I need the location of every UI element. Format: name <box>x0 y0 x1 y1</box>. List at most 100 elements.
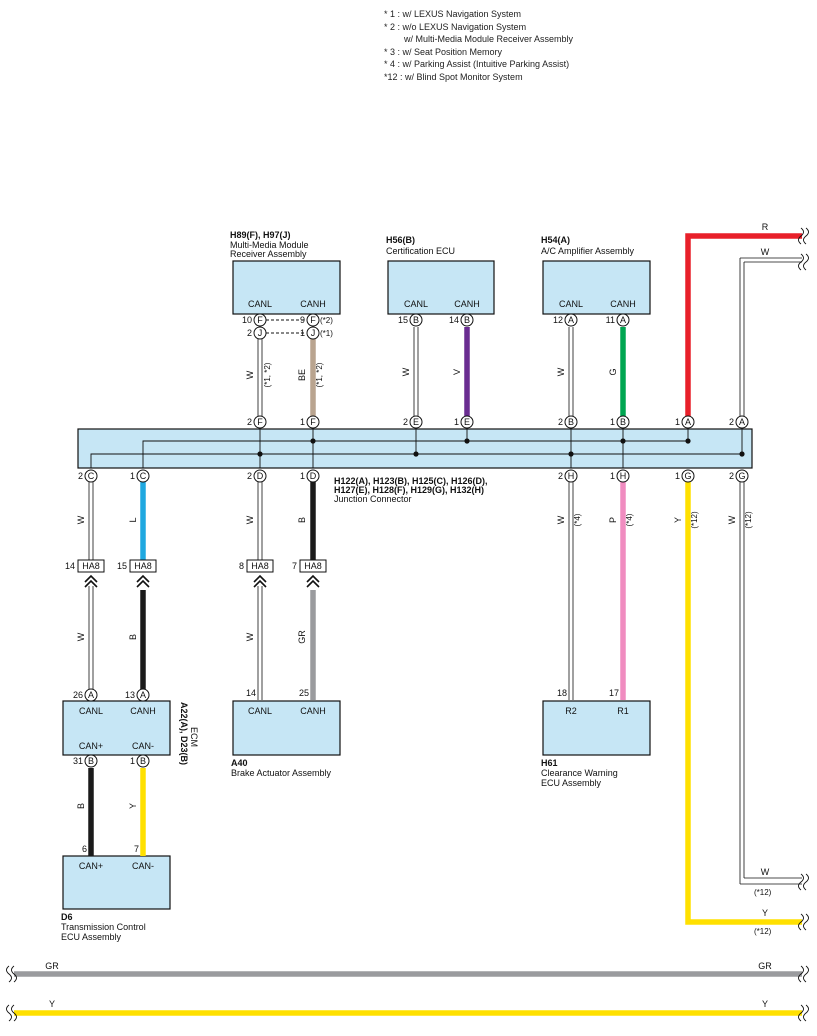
notes-block: * 1 : w/ LEXUS Navigation System * 2 : w… <box>384 8 573 83</box>
svg-text:2: 2 <box>403 417 408 427</box>
svg-text:HA8: HA8 <box>82 561 100 571</box>
svg-text:CANL: CANL <box>79 706 103 716</box>
svg-text:R1: R1 <box>617 706 629 716</box>
svg-text:Brake Actuator Assembly: Brake Actuator Assembly <box>231 768 332 778</box>
svg-text:HA8: HA8 <box>304 561 322 571</box>
svg-text:CAN-: CAN- <box>132 741 154 751</box>
colored-wires <box>14 233 802 1016</box>
svg-text:7: 7 <box>134 844 139 854</box>
svg-text:1: 1 <box>130 756 135 766</box>
svg-text:V: V <box>452 369 462 375</box>
svg-text:H122(A), H123(B), H125(C), H12: H122(A), H123(B), H125(C), H126(D), <box>334 476 488 486</box>
svg-text:W: W <box>401 367 411 376</box>
mm-dashes <box>266 319 304 334</box>
svg-text:8: 8 <box>239 561 244 571</box>
svg-text:W: W <box>556 515 566 524</box>
certification-box <box>387 260 495 315</box>
svg-text:J: J <box>258 328 263 338</box>
svg-text:F: F <box>257 417 263 427</box>
svg-text:BE: BE <box>297 369 307 381</box>
svg-text:(*12): (*12) <box>754 888 772 897</box>
svg-text:GR: GR <box>45 961 59 971</box>
svg-text:C: C <box>88 471 95 481</box>
note-2: * 2 : w/o LEXUS Navigation System <box>384 21 527 32</box>
svg-text:CANH: CANH <box>454 299 480 309</box>
svg-text:(*4): (*4) <box>573 513 582 526</box>
svg-text:H61: H61 <box>541 758 558 768</box>
svg-text:1: 1 <box>675 417 680 427</box>
svg-text:A: A <box>140 690 146 700</box>
svg-text:P: P <box>608 517 618 523</box>
svg-text:HA8: HA8 <box>251 561 269 571</box>
svg-text:14: 14 <box>246 688 256 698</box>
svg-text:1: 1 <box>130 471 135 481</box>
svg-text:C: C <box>140 471 147 481</box>
svg-text:CANL: CANL <box>404 299 428 309</box>
svg-text:(*4): (*4) <box>625 513 634 526</box>
svg-text:1: 1 <box>300 417 305 427</box>
svg-text:1: 1 <box>300 328 305 338</box>
wire-breaks <box>6 227 809 1022</box>
svg-text:(*12): (*12) <box>754 927 772 936</box>
svg-text:B: B <box>297 517 307 523</box>
note-2b: w/ Multi-Media Module Receiver Assembly <box>404 34 574 44</box>
connector-circles <box>84 313 749 768</box>
svg-text:H: H <box>620 471 627 481</box>
svg-text:25: 25 <box>299 688 309 698</box>
wire-color-labels: W BE W V W G W L W B W P Y W W B W GR B … <box>76 362 753 809</box>
svg-text:12: 12 <box>553 315 563 325</box>
svg-text:F: F <box>257 315 263 325</box>
svg-text:(*2): (*2) <box>320 316 333 325</box>
svg-text:(*12): (*12) <box>690 511 699 529</box>
option-qualifiers: (*2) (*1) (*12) (*12) <box>320 316 772 936</box>
svg-text:J: J <box>311 328 316 338</box>
svg-text:Receiver Assembly: Receiver Assembly <box>230 249 307 259</box>
svg-text:H56(B): H56(B) <box>386 235 415 245</box>
svg-text:B: B <box>128 634 138 640</box>
svg-text:10: 10 <box>242 315 252 325</box>
svg-text:W: W <box>761 247 770 257</box>
svg-text:E: E <box>464 417 470 427</box>
note-1: * 1 : w/ LEXUS Navigation System <box>384 9 522 19</box>
svg-text:(*12): (*12) <box>744 511 753 529</box>
svg-text:17: 17 <box>609 688 619 698</box>
svg-text:ECU Assembly: ECU Assembly <box>61 932 122 942</box>
svg-text:F: F <box>310 417 316 427</box>
white-wires <box>88 257 802 885</box>
multimedia-box <box>232 260 341 315</box>
svg-text:31: 31 <box>73 756 83 766</box>
note-4: * 4 : w/ Parking Assist (Intuitive Parki… <box>384 59 570 69</box>
svg-text:W: W <box>245 632 255 641</box>
note-3: * 3 : w/ Seat Position Memory <box>384 46 503 57</box>
svg-text:A: A <box>88 690 94 700</box>
svg-text:Y: Y <box>128 803 138 809</box>
svg-text:F: F <box>310 315 316 325</box>
svg-text:2: 2 <box>729 417 734 427</box>
svg-text:W: W <box>761 867 770 877</box>
svg-text:ECU Assembly: ECU Assembly <box>541 778 602 788</box>
svg-text:2: 2 <box>729 471 734 481</box>
svg-text:W: W <box>245 515 255 524</box>
svg-text:CANL: CANL <box>248 706 272 716</box>
svg-text:(*1, *2): (*1, *2) <box>263 362 272 387</box>
svg-text:11: 11 <box>606 315 615 325</box>
svg-text:14: 14 <box>65 561 75 571</box>
svg-text:B: B <box>568 417 574 427</box>
svg-text:A22(A), D23(B): A22(A), D23(B) <box>179 702 189 765</box>
svg-text:D: D <box>257 471 264 481</box>
svg-text:2: 2 <box>247 471 252 481</box>
svg-text:14: 14 <box>449 315 459 325</box>
svg-text:W: W <box>76 632 86 641</box>
svg-text:GR: GR <box>297 630 307 644</box>
svg-text:CANH: CANH <box>300 299 326 309</box>
svg-text:HA8: HA8 <box>134 561 152 571</box>
svg-text:A: A <box>620 315 626 325</box>
svg-text:B: B <box>88 756 94 766</box>
svg-text:CANL: CANL <box>559 299 583 309</box>
svg-text:9: 9 <box>300 315 305 325</box>
svg-text:(*1, *2): (*1, *2) <box>315 362 324 387</box>
wire-y-right <box>685 482 802 925</box>
svg-text:W: W <box>245 370 255 379</box>
